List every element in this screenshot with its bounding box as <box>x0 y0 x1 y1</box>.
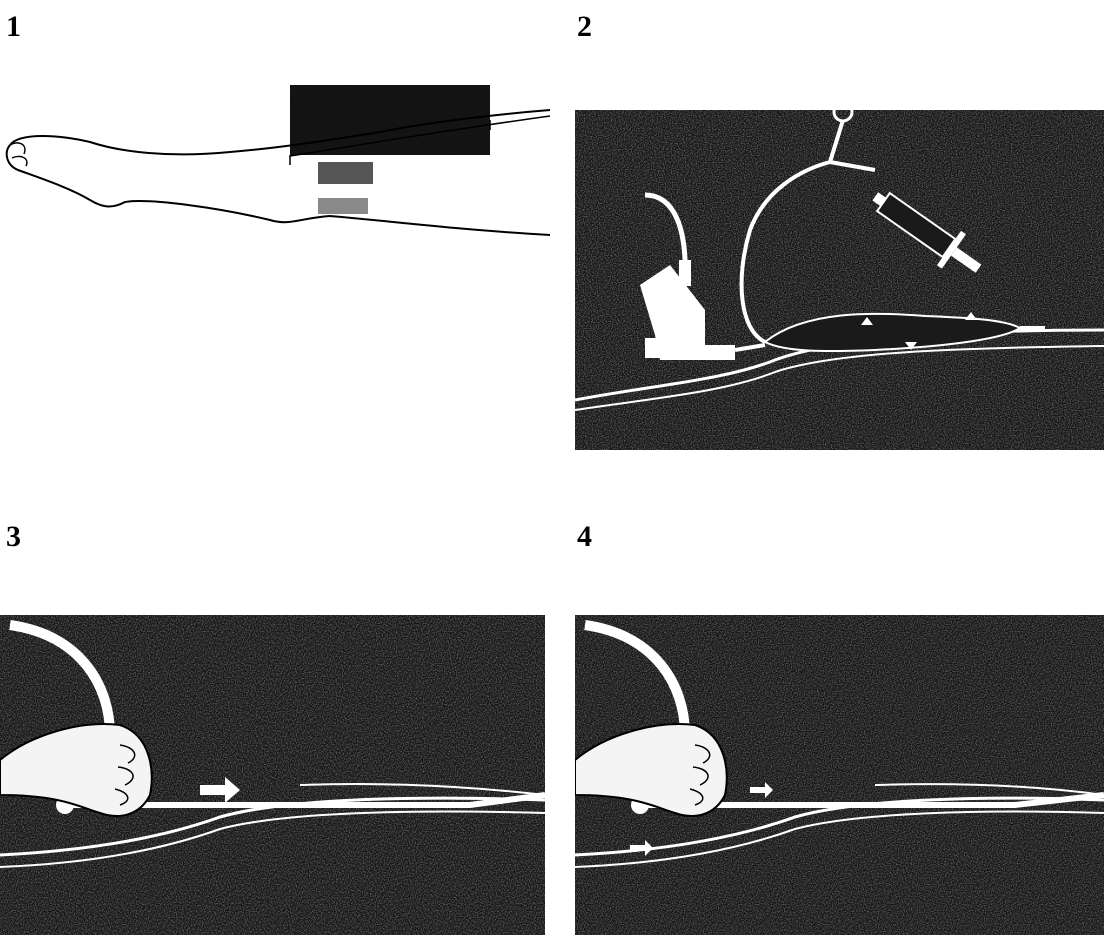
hand-advancing-catheter-icon <box>0 595 550 937</box>
balloon-catheter-in-vein-icon <box>575 80 1104 460</box>
catheter-inflation-illustration <box>575 80 1104 460</box>
panel-label-1: 1 <box>6 12 21 42</box>
panel-label-4: 4 <box>577 522 592 552</box>
hand-withdrawing-catheter-icon <box>575 595 1104 937</box>
panel-label-2: 2 <box>577 12 592 42</box>
leg-illustration <box>0 70 560 250</box>
leg-with-tourniquet-icon <box>0 70 560 250</box>
advance-catheter-illustration <box>0 595 550 937</box>
panel-label-3: 3 <box>6 522 21 552</box>
withdraw-catheter-illustration <box>575 595 1104 937</box>
